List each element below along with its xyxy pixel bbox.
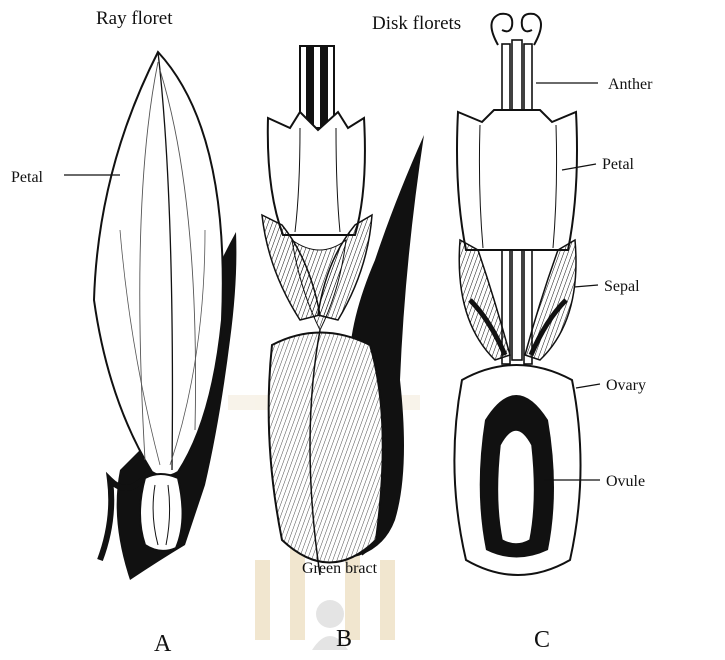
leader-ovary [576,384,600,388]
label-petal-c: Petal [602,156,635,173]
ray-petal-shape [94,52,223,476]
panel-label-a: A [154,631,172,657]
disk-floret-exterior-drawing [262,46,424,575]
label-petal-a: Petal [11,169,44,186]
disk-floret-section-drawing [454,14,580,575]
disk-florets-title: Disk florets [372,13,461,34]
label-ovule: Ovule [606,473,645,490]
ray-ovary-shape [140,474,183,551]
label-sepal: Sepal [604,278,640,295]
panel-label-c: C [534,627,550,653]
label-ovary: Ovary [606,377,646,394]
panel-label-b: B [336,626,352,652]
ray-floret-drawing [94,52,236,580]
disk-corolla-c [457,110,577,250]
label-green-bract: Green bract [302,560,378,577]
leader-sepal [574,285,598,287]
disk-corolla-b [268,112,365,235]
ray-floret-title: Ray floret [96,8,173,29]
label-anther: Anther [608,76,653,93]
